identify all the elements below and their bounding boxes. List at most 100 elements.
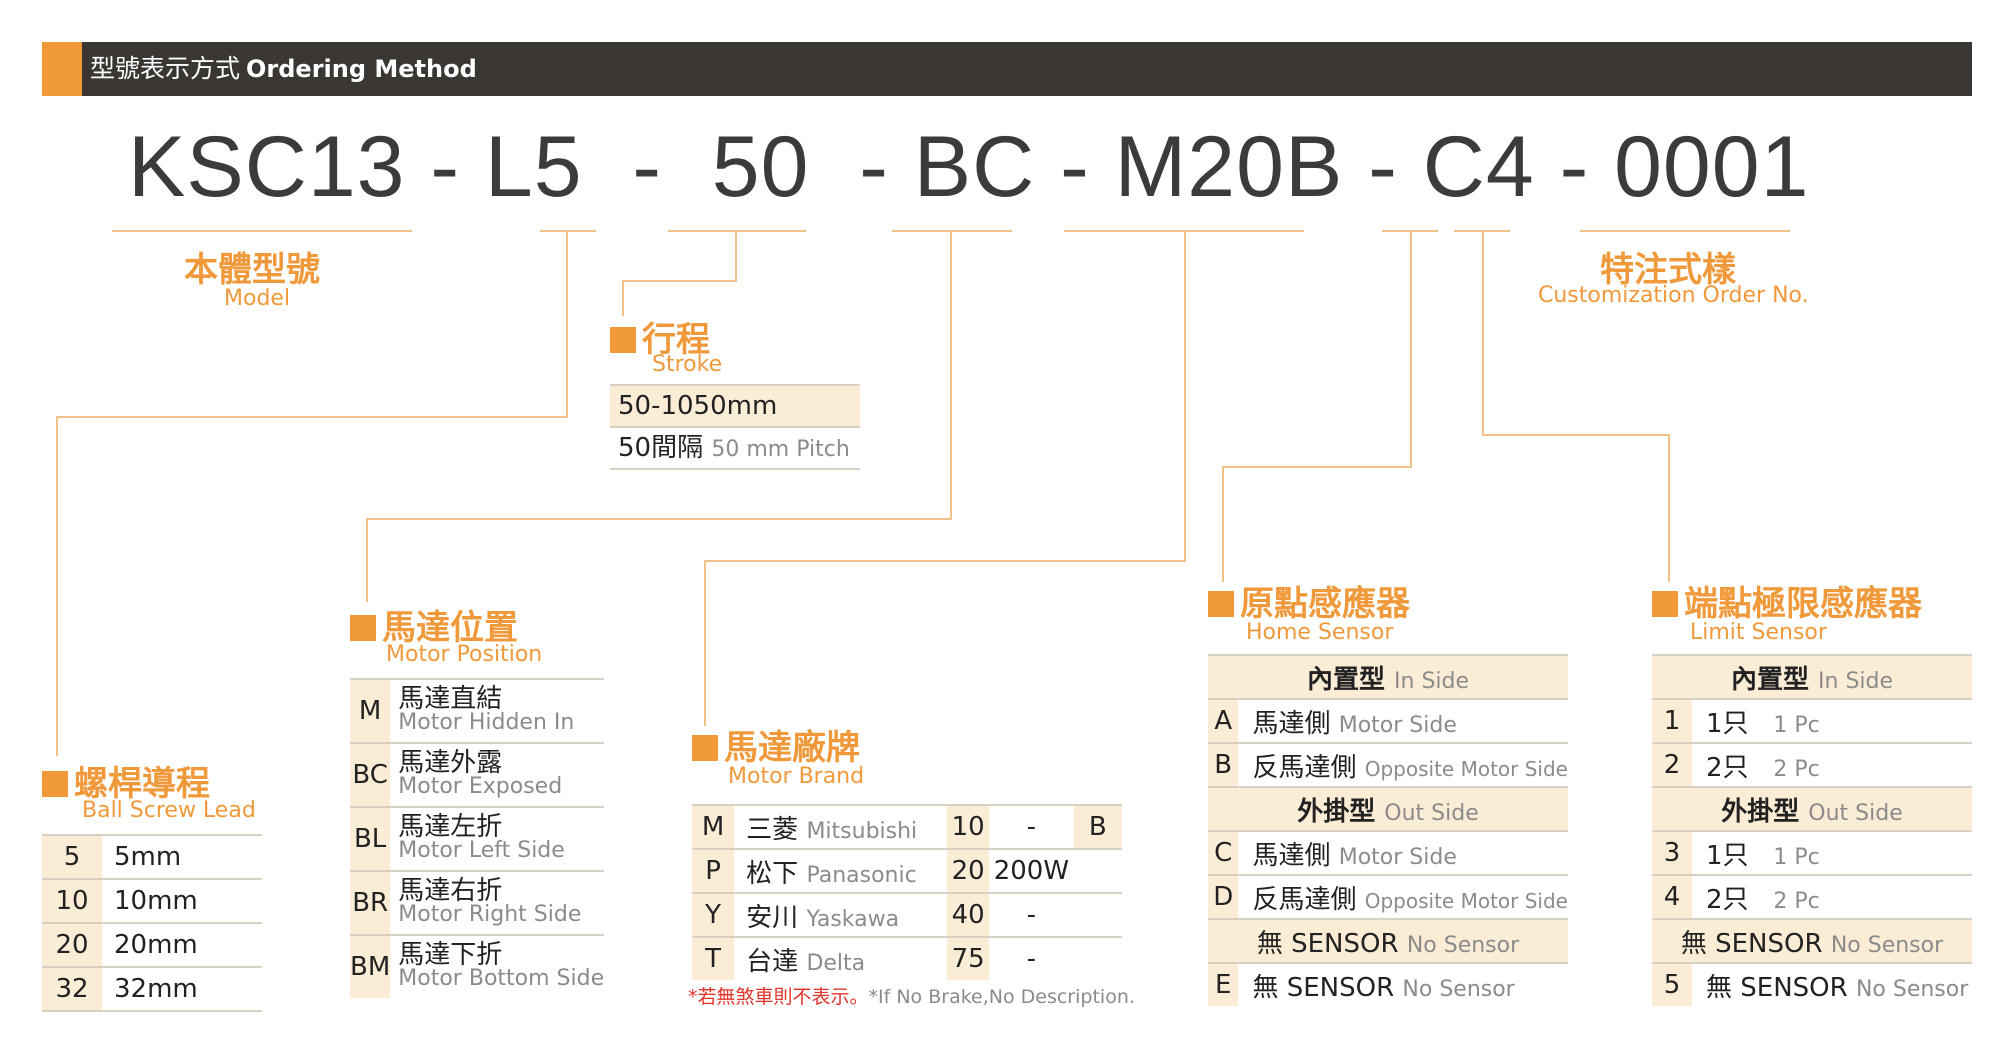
connector: [366, 518, 952, 520]
home-zh: 無 SENSOR: [1252, 972, 1395, 1003]
limit-desc: 1只 1 Pc: [1692, 699, 1972, 744]
position-en: Motor Right Side: [398, 902, 582, 927]
home-zh: 反馬達側: [1252, 752, 1357, 783]
lead-value: 20mm: [102, 923, 262, 968]
position-key: BC: [350, 743, 391, 808]
lead-key: 5: [42, 835, 102, 880]
position-zh: 馬達下折: [398, 940, 503, 970]
position-zh: 馬達右折: [398, 876, 503, 906]
square-bullet-icon: [350, 615, 376, 641]
brake-key: [1073, 849, 1122, 894]
limit-out-en: Out Side: [1808, 800, 1903, 826]
stroke-pitch-row: 50間隔 50 mm Pitch: [610, 428, 860, 470]
home-out-zh: 外掛型: [1297, 796, 1376, 827]
limit-out-header: 外掛型 Out Side: [1652, 787, 1972, 832]
home-key: C: [1208, 831, 1239, 876]
brand-en: Mitsubishi: [806, 818, 918, 844]
square-bullet-icon: [42, 771, 68, 797]
limit-in-header: 內置型 In Side: [1652, 655, 1972, 700]
home-desc: 反馬達側 Opposite Motor Side: [1238, 743, 1568, 788]
connector: [1482, 230, 1484, 436]
brake-note: *若無煞車則不表示。*If No Brake,No Description.: [688, 982, 1135, 1009]
brake-key: [1073, 893, 1122, 938]
connector: [704, 560, 706, 726]
home-key: B: [1208, 743, 1239, 788]
brand-zh: 三菱: [746, 814, 799, 845]
position-en: Motor Exposed: [398, 774, 563, 799]
limit-key: 2: [1652, 743, 1692, 788]
position-zh: 馬達左折: [398, 812, 503, 842]
brand-key: M: [692, 805, 735, 850]
power-key: 10: [947, 805, 990, 850]
brand-name: 安川 Yaskawa: [734, 893, 948, 938]
limit-en: 2 Pc: [1773, 888, 1820, 914]
underline-stroke: [668, 230, 806, 232]
limit-out-zh: 外掛型: [1721, 796, 1800, 827]
brand-name: 台達 Delta: [734, 937, 947, 980]
limit-en: 2 Pc: [1773, 756, 1820, 782]
limit-none-header: 無 SENSOR No Sensor: [1652, 919, 1972, 964]
model-label-en: Model: [224, 286, 291, 311]
power-key: 20: [947, 849, 990, 894]
connector: [566, 230, 568, 416]
brake-key: B: [1073, 805, 1122, 850]
connector: [622, 280, 737, 282]
connector: [1482, 434, 1670, 436]
table-row: 內置型 In Side: [1652, 655, 1972, 700]
position-title: 馬達位置: [350, 600, 518, 649]
limit-en: 1 Pc: [1773, 844, 1820, 870]
home-none-header: 無 SENSOR No Sensor: [1208, 919, 1568, 964]
connector: [622, 280, 624, 316]
home-title-zh: 原點感應器: [1240, 584, 1410, 624]
home-title: 原點感應器: [1208, 576, 1410, 625]
connector: [56, 416, 58, 756]
power-key: 75: [947, 937, 990, 980]
position-en: Motor Hidden In: [398, 710, 575, 735]
connector: [56, 416, 568, 418]
brake-note-zh: *若無煞車則不表示。: [688, 986, 869, 1008]
stroke-pitch-en: 50 mm Pitch: [711, 437, 850, 462]
lead-value: 5mm: [102, 835, 262, 880]
brand-name: 三菱 Mitsubishi: [734, 805, 948, 850]
lead-key: 32: [42, 967, 102, 1012]
connector: [735, 230, 737, 280]
home-desc: 無 SENSOR No Sensor: [1238, 963, 1568, 1006]
lead-value: 32mm: [102, 967, 262, 1012]
limit-desc: 無 SENSOR No Sensor: [1692, 963, 1972, 1006]
power-value: 200W: [989, 849, 1074, 894]
stroke-title-zh: 行程: [642, 320, 710, 360]
home-in-zh: 內置型: [1306, 664, 1385, 695]
home-desc: 馬達側 Motor Side: [1238, 699, 1568, 744]
brand-key: T: [692, 937, 735, 980]
home-in-en: In Side: [1394, 668, 1470, 694]
limit-in-zh: 內置型: [1730, 664, 1809, 695]
stroke-pitch-zh: 50間隔: [618, 433, 704, 463]
home-en: Opposite Motor Side: [1364, 756, 1568, 781]
brake-note-en: *If No Brake,No Description.: [868, 986, 1135, 1008]
limit-title-zh: 端點極限感應器: [1684, 584, 1922, 624]
custom-label-zh: 特注式樣: [1600, 250, 1736, 290]
limit-sub: Limit Sensor: [1690, 620, 1827, 645]
home-en: Motor Side: [1338, 844, 1457, 870]
position-key: BL: [350, 807, 391, 872]
lead-key: 10: [42, 879, 102, 924]
home-key: D: [1208, 875, 1239, 920]
connector: [1184, 230, 1186, 560]
